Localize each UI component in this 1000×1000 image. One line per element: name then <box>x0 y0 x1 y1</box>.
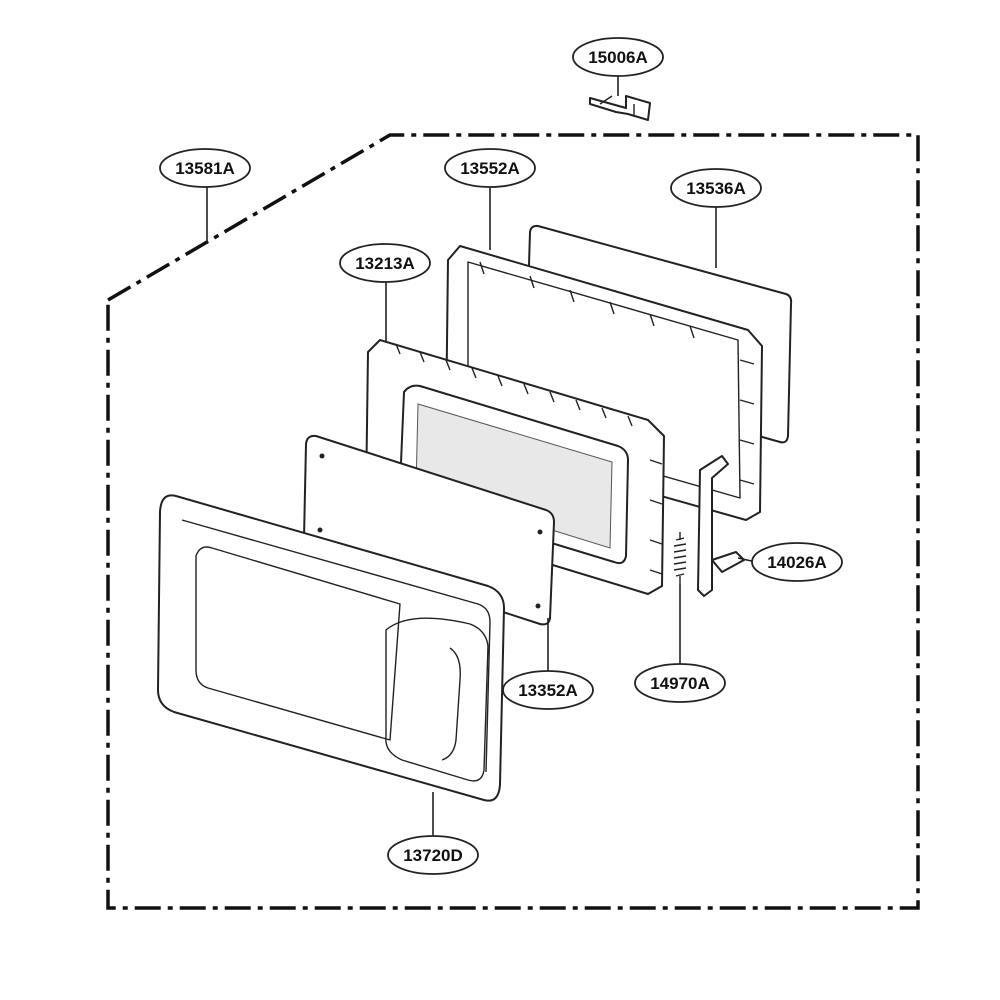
label-text: 13552A <box>460 159 520 178</box>
label-13552A: 13552A <box>444 148 536 188</box>
door-frame-front-part <box>157 494 505 802</box>
label-13720D: 13720D <box>387 835 479 875</box>
bracket-part <box>589 95 651 121</box>
label-13352A: 13352A <box>502 670 594 710</box>
label-text: 13536A <box>686 179 746 198</box>
label-15006A: 15006A <box>572 37 664 77</box>
label-13581A: 13581A <box>159 148 251 188</box>
label-text: 13352A <box>518 681 578 700</box>
label-text: 13581A <box>175 159 235 178</box>
label-text: 14970A <box>650 674 710 693</box>
label-text: 14026A <box>767 553 827 572</box>
glass-screen-part <box>303 434 555 626</box>
label-text: 15006A <box>588 48 648 67</box>
spring-part <box>673 532 687 584</box>
label-13213A: 13213A <box>339 243 431 283</box>
label-text: 13213A <box>355 254 415 273</box>
label-14026A: 14026A <box>751 542 843 582</box>
label-13536A: 13536A <box>670 168 762 208</box>
label-14970A: 14970A <box>634 663 726 703</box>
assembly-boundary <box>106 133 920 910</box>
label-text: 13720D <box>403 846 463 865</box>
